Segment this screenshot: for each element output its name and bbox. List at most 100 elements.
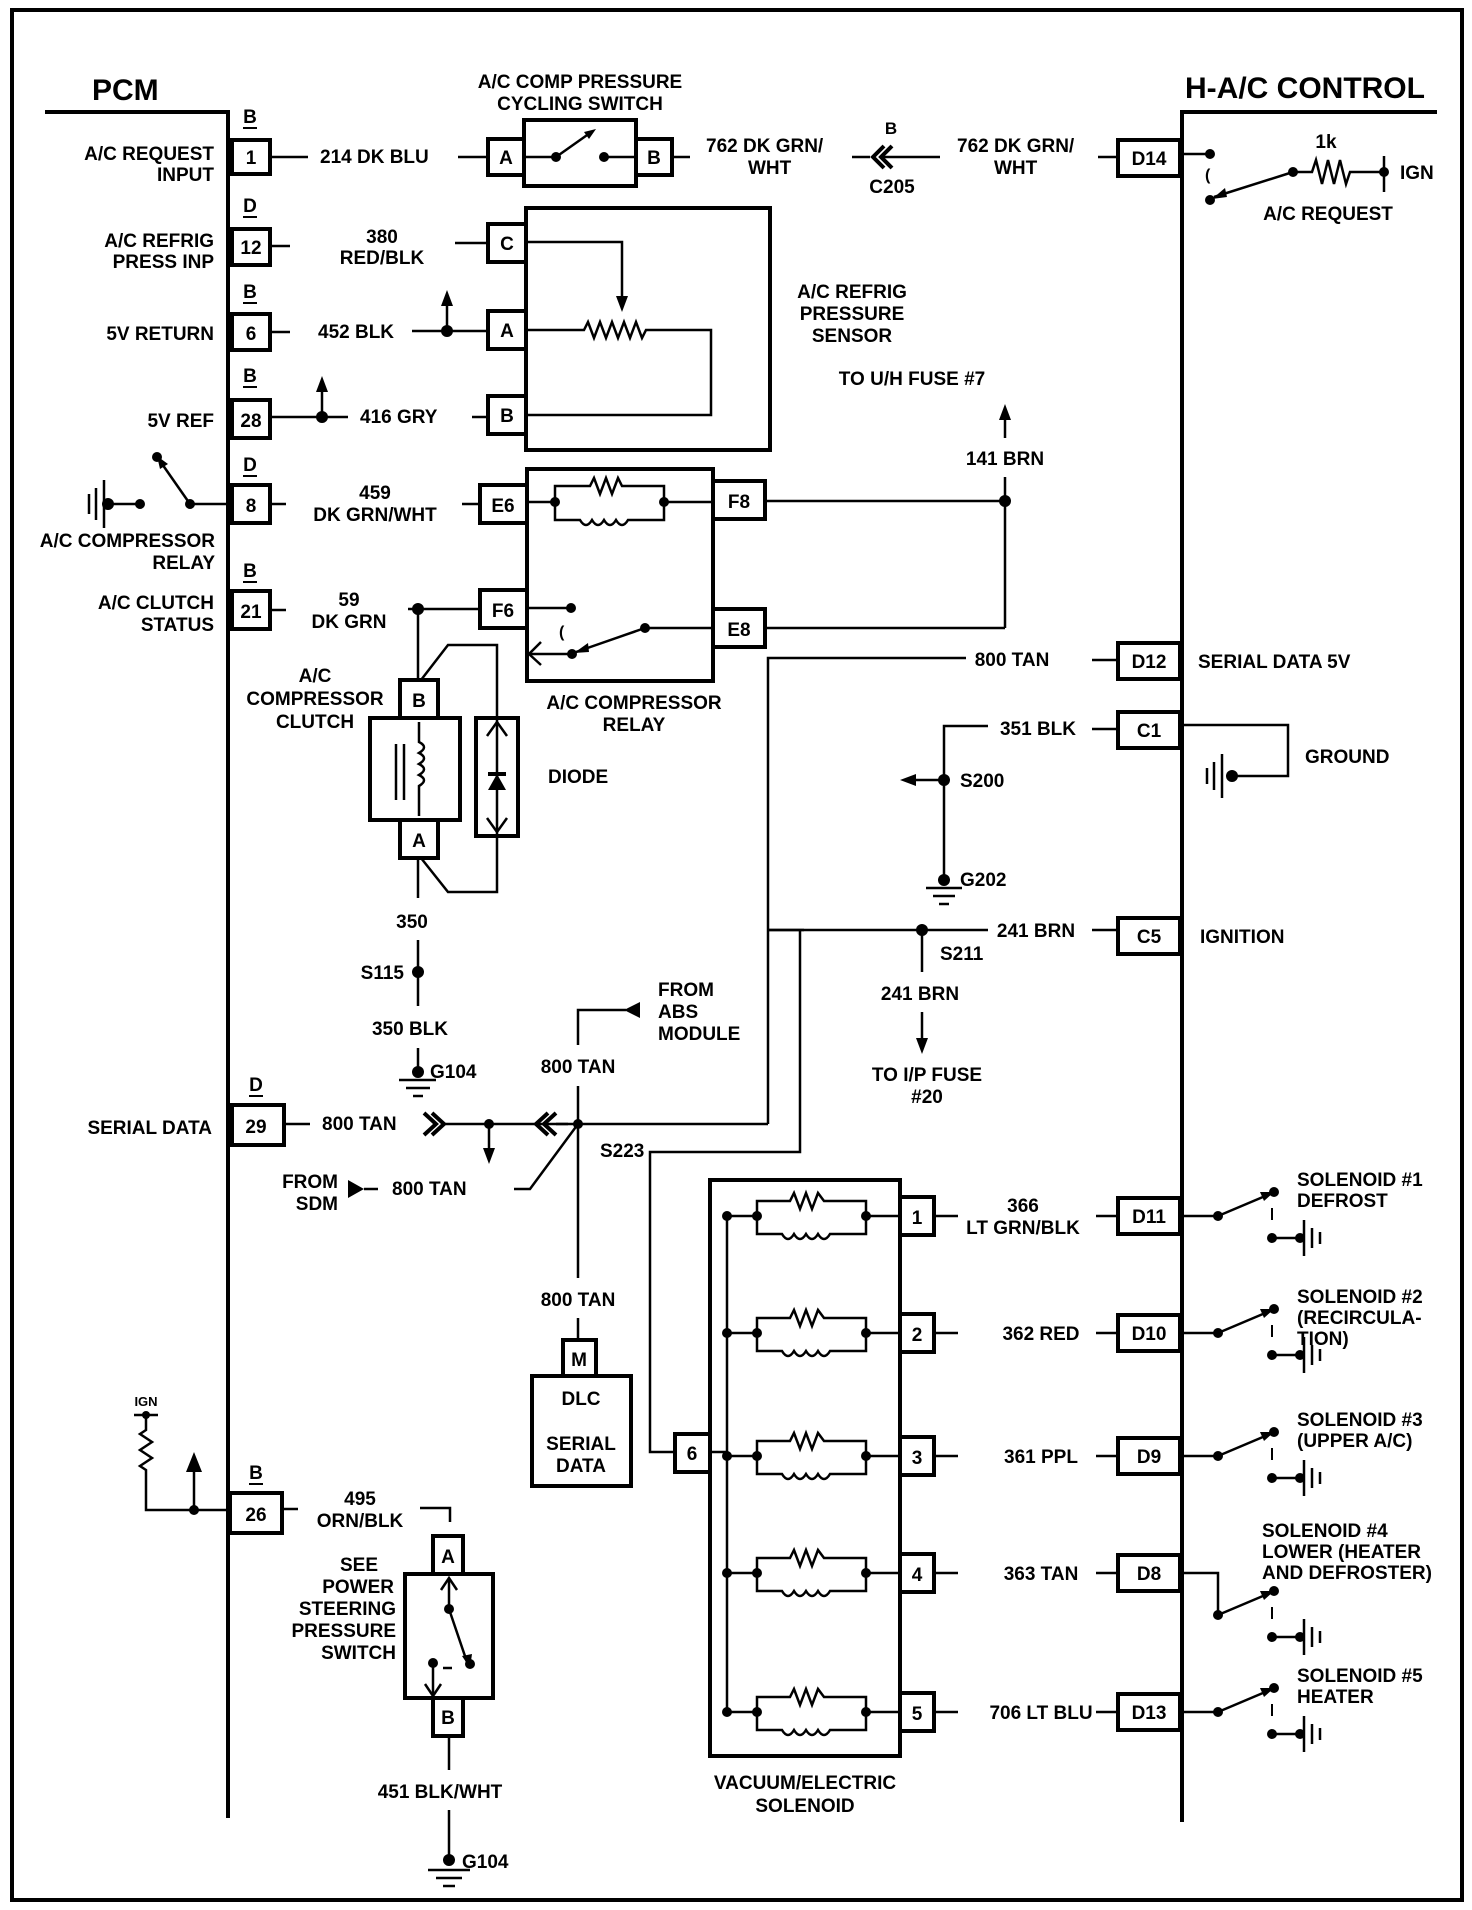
uh-fuse-circuit: TO U/H FUSE #7 141 BRN xyxy=(765,369,1044,630)
svg-text:350 BLK: 350 BLK xyxy=(372,1019,448,1040)
svg-text:A: A xyxy=(441,1547,455,1568)
switch-blade xyxy=(1217,1688,1271,1714)
svg-text:G104: G104 xyxy=(462,1852,509,1873)
svg-text:800 TAN: 800 TAN xyxy=(541,1057,616,1078)
svg-text:MODULE: MODULE xyxy=(658,1024,740,1045)
svg-text:5V REF: 5V REF xyxy=(147,411,214,432)
svg-text:59: 59 xyxy=(338,590,359,611)
pcm-pin-28: B 28 5V REF 416 GRY xyxy=(147,366,488,440)
svg-text:PRESSURE: PRESSURE xyxy=(800,304,905,325)
svg-text:451 BLK/WHT: 451 BLK/WHT xyxy=(378,1782,503,1803)
switch-blade xyxy=(1217,1432,1271,1458)
svg-text:B: B xyxy=(885,119,897,138)
svg-text:SENSOR: SENSOR xyxy=(812,326,893,347)
hac-pin-d14 xyxy=(1116,138,1182,178)
svg-text:6: 6 xyxy=(687,1444,698,1465)
ps-pressure-switch: A B SEE POWER STEERING PRESSURE SWITCH 4… xyxy=(291,1534,509,1888)
pin-label: A/C COMPRESSOR xyxy=(40,531,216,552)
switch-contact xyxy=(1269,1187,1279,1197)
svg-text:351 BLK: 351 BLK xyxy=(1000,719,1076,740)
svg-text:POWER: POWER xyxy=(322,1577,394,1598)
svg-text:(: ( xyxy=(559,624,565,641)
svg-text:A: A xyxy=(412,831,426,852)
pin-number: 4 xyxy=(912,1565,923,1586)
pcm-pin-8: D 8 459 DK GRN/WHT A/C COMPRESSOR RELAY xyxy=(40,452,480,574)
svg-text:SDM: SDM xyxy=(296,1194,338,1215)
pin-number: D8 xyxy=(1137,1564,1161,1585)
pin-number: D11 xyxy=(1132,1207,1166,1228)
compressor-relay: E6 F8 F6 E8 ( A/C COMPRESSOR RELAY xyxy=(478,467,767,736)
svg-text:241 BRN: 241 BRN xyxy=(881,984,959,1005)
hac-pin xyxy=(1116,1436,1182,1476)
svg-text:E8: E8 xyxy=(727,620,750,641)
svg-text:SERIAL DATA: SERIAL DATA xyxy=(87,1118,212,1139)
pin-number: 2 xyxy=(912,1325,923,1346)
svg-text:S223: S223 xyxy=(600,1141,644,1162)
pcm-pin-21: B 21 A/C CLUTCH STATUS 59 DK GRN xyxy=(98,561,480,680)
wire-label: 762 DK GRN/ xyxy=(706,136,824,157)
switch-blade xyxy=(1217,1591,1271,1617)
wire-label: 762 DK GRN/ xyxy=(957,136,1075,157)
svg-text:B: B xyxy=(441,1708,455,1729)
vacuum-electric-solenoid: 6 VACUUM/ELECTRIC SOLENOID xyxy=(673,1178,902,1817)
switch-contact xyxy=(1269,1586,1279,1596)
connector-letter: B xyxy=(243,107,257,128)
pin-label: RELAY xyxy=(152,553,215,574)
svg-text:6: 6 xyxy=(246,324,257,345)
svg-text:A: A xyxy=(500,321,514,342)
wire-label: 363 TAN xyxy=(1004,1564,1079,1585)
svg-text:SWITCH: SWITCH xyxy=(321,1643,396,1664)
hac-boundary xyxy=(1180,110,1437,1822)
resistor-symbol xyxy=(755,1546,868,1573)
coil-symbol xyxy=(755,1712,868,1737)
solenoid-label: SOLENOID #1 xyxy=(1297,1170,1423,1191)
wire-label: 214 DK BLU xyxy=(320,147,429,168)
svg-text:VACUUM/ELECTRIC: VACUUM/ELECTRIC xyxy=(714,1773,897,1794)
hac-pin xyxy=(1116,1692,1182,1732)
svg-text:C: C xyxy=(500,234,514,255)
svg-text:B: B xyxy=(500,406,514,427)
coil-symbol xyxy=(755,1456,868,1481)
svg-text:IGN: IGN xyxy=(1400,163,1434,184)
wire-label: WHT xyxy=(748,158,792,179)
svg-text:(: ( xyxy=(1205,167,1211,184)
svg-text:241 BRN: 241 BRN xyxy=(997,921,1075,942)
svg-text:800 TAN: 800 TAN xyxy=(322,1114,397,1135)
svg-text:29: 29 xyxy=(245,1117,266,1138)
svg-text:D: D xyxy=(243,196,257,217)
wire-label: LT GRN/BLK xyxy=(966,1218,1080,1239)
svg-text:C205: C205 xyxy=(869,177,915,198)
splice-dot xyxy=(722,1211,732,1221)
svg-text:DK GRN/WHT: DK GRN/WHT xyxy=(313,505,437,526)
solenoid-label: HEATER xyxy=(1297,1687,1374,1708)
ground-dot xyxy=(1295,1729,1305,1739)
svg-text:C5: C5 xyxy=(1137,927,1162,948)
switch-contact xyxy=(1269,1683,1279,1693)
resistor-symbol xyxy=(755,1429,868,1456)
svg-text:ORN/BLK: ORN/BLK xyxy=(317,1511,404,1532)
pin-label: A/C REQUEST xyxy=(84,144,214,165)
svg-text:A/C REFRIG: A/C REFRIG xyxy=(797,282,907,303)
hac-pin-c5: C5 IGNITION 241 BRN S211 241 BRN TO I/P … xyxy=(648,916,1284,1454)
svg-text:452 BLK: 452 BLK xyxy=(318,322,394,343)
svg-text:STEERING: STEERING xyxy=(299,1599,396,1620)
ground-dot xyxy=(1295,1233,1305,1243)
svg-text:B: B xyxy=(647,148,661,169)
ground-dot xyxy=(1295,1632,1305,1642)
switch-blade xyxy=(1217,1309,1271,1335)
svg-text:COMPRESSOR: COMPRESSOR xyxy=(246,689,384,710)
svg-text:A/C COMPRESSOR: A/C COMPRESSOR xyxy=(546,693,722,714)
switch-blade xyxy=(1217,1192,1271,1218)
solenoid-label: TION) xyxy=(1297,1329,1349,1350)
pressure-sensor: C A B A/C REFRIG PRESSURE SENSOR xyxy=(486,206,907,452)
svg-text:A/C: A/C xyxy=(299,666,332,687)
solenoid-label: LOWER (HEATER xyxy=(1262,1542,1421,1563)
svg-text:PRESSURE: PRESSURE xyxy=(291,1621,396,1642)
svg-text:M: M xyxy=(571,1350,587,1371)
wire-label: 366 xyxy=(1007,1196,1039,1217)
wire-label: 706 LT BLU xyxy=(989,1703,1092,1724)
solenoid-label: SOLENOID #4 xyxy=(1262,1521,1388,1542)
svg-text:A: A xyxy=(499,148,513,169)
